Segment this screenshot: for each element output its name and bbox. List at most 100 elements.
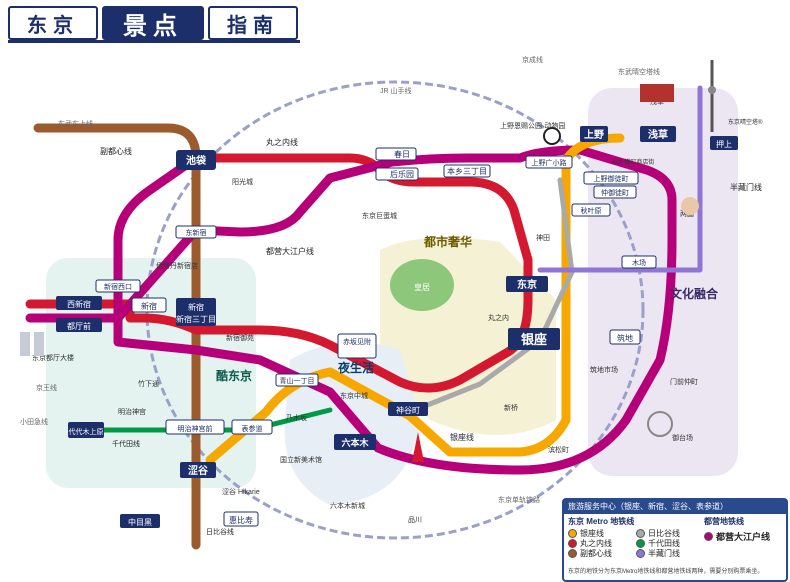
sumo-icon: [681, 197, 699, 215]
legend-item: 都营大江户线: [704, 530, 770, 543]
legend-swatch: [636, 539, 645, 548]
station-label: 秋叶原: [581, 206, 602, 215]
station-nishi-shinjuku-gochome[interactable]: 新宿西口: [95, 279, 141, 293]
station-aoyama-itchome[interactable]: 青山一丁目: [275, 373, 319, 387]
legend-footer: 东京的地铁分为东京Metro地铁线和都营地铁线两种，需要分别购票乘坐。: [568, 569, 764, 575]
station-label: 新宿: [141, 301, 157, 311]
station-ikebukuro[interactable]: 池袋: [176, 150, 216, 170]
legend-item: 半藏门线: [636, 548, 680, 559]
place-ueno-park: 上野恩赐公园·动物园: [500, 121, 565, 130]
label-yamanote: JR 山手线: [380, 86, 412, 95]
title-tokyo: 东京: [8, 6, 98, 40]
label-ginza-line: 银座线: [450, 432, 474, 442]
station-roppongi[interactable]: 六本木: [334, 434, 376, 450]
panda-icon: [543, 127, 561, 145]
station-yoyogi-uehara[interactable]: 代代木上原: [68, 422, 104, 438]
station-tokyo[interactable]: 东京: [506, 276, 548, 292]
place-hamamatsucho: 滨松町: [548, 445, 569, 454]
label-marunouchi: 丸之内线: [266, 137, 298, 147]
place-roppongi-hills: 六本木新城: [330, 501, 365, 510]
place-marunouchi: 丸之内: [488, 313, 509, 322]
station-higashi-shinjuku[interactable]: 东新宿: [175, 225, 217, 239]
station-akihabara[interactable]: 秋叶原: [571, 203, 611, 217]
station-label: 新宿: [188, 302, 204, 312]
area-label-night: 夜生活: [337, 360, 374, 375]
station-label: 表参道: [242, 424, 263, 433]
map-legend: 旅游服务中心（银座、新宿、涩谷、表参道） 东京 Metro 地铁线 都营地铁线 …: [562, 498, 788, 582]
legend-item: 丸之内线: [568, 538, 612, 549]
legend-label: 半藏门线: [648, 549, 680, 558]
station-kamiyacho[interactable]: 神谷町: [388, 402, 428, 416]
legend-metro-heading: 东京 Metro 地铁线: [568, 517, 635, 526]
station-label: 池袋: [186, 154, 207, 167]
legend-swatch: [704, 532, 713, 541]
station-label: 本乡三丁目: [447, 166, 487, 176]
place-imperial: 皇居: [414, 282, 430, 292]
station-kiyosumi[interactable]: 木场: [621, 255, 657, 269]
station-naka-meguro[interactable]: 中目黑: [120, 514, 160, 528]
place-sunshine: 阳光城: [232, 177, 253, 186]
station-label: 上野御徒町: [594, 174, 629, 183]
station-label: 西新宿: [67, 299, 91, 309]
place-odaiba: 御台场: [672, 433, 693, 442]
legend-swatch: [568, 539, 577, 548]
area-label-cultural: 文化融合: [670, 286, 719, 301]
station-label: 青山一丁目: [280, 376, 315, 385]
station-label: 仲御徒町: [601, 188, 629, 197]
station-label: 后乐园: [390, 169, 414, 179]
station-label: 东京: [517, 278, 537, 291]
station-nishi-shinjuku[interactable]: 西新宿: [56, 296, 102, 310]
place-meiji-jingu: 明治神宫: [118, 407, 146, 416]
legend-label: 都营大江户线: [716, 532, 771, 542]
station-label: 木场: [632, 258, 646, 267]
area-label-luxury: 都市奢华: [423, 234, 472, 249]
line-hanzomon: [537, 85, 703, 273]
station-ueno-okachimachi[interactable]: 上野御徒町: [583, 171, 639, 185]
station-oshiage[interactable]: 押上: [710, 136, 738, 150]
station-label: 都厅前: [67, 321, 91, 331]
place-shibuya-hikarie: 涩谷 Hikarie: [222, 487, 260, 496]
place-monzen: 门前仲町: [670, 377, 698, 386]
station-kasuga[interactable]: 春日: [375, 147, 417, 161]
station-label: 赤坂见附: [343, 337, 371, 346]
title-rule: [8, 40, 300, 43]
place-shinagawa: 品川: [408, 516, 422, 524]
place-tsukiji-market: 筑地市场: [590, 365, 618, 374]
area-label-cool: 酷东京: [216, 368, 252, 383]
station-hongo[interactable]: 本乡三丁目: [443, 164, 491, 178]
station-tsukiji[interactable]: 筑地: [609, 329, 641, 345]
station-shinjuku-sanchome[interactable]: 新宿 新宿三丁目: [176, 298, 216, 326]
label-fukutoshin: 副都心线: [100, 146, 132, 156]
station-ueno[interactable]: 上野: [580, 126, 608, 142]
station-ginza[interactable]: 银座: [508, 328, 560, 350]
station-label: 神谷町: [396, 405, 420, 415]
station-ueno-hirokoji[interactable]: 上野广小路: [525, 155, 573, 169]
station-label: 上野: [584, 128, 604, 141]
label-oedo: 都营大江户线: [266, 246, 314, 256]
place-nogizaka: 乃木坂: [286, 413, 307, 422]
station-tochomae[interactable]: 都厅前: [56, 318, 102, 332]
station-shibuya[interactable]: 涩谷: [180, 462, 216, 478]
title-guide: 指南: [208, 6, 298, 40]
label-hanzomon: 半藏门线: [730, 182, 762, 192]
station-label: 新宿西口: [104, 282, 132, 291]
title-banner: 东京 景点 指南: [8, 6, 300, 43]
station-akasaka-mitsuke[interactable]: 赤坂见附: [337, 333, 377, 359]
station-label: 代代木上原: [69, 427, 104, 436]
label-odakyu: 小田急线: [20, 417, 48, 426]
place-harajuku: 竹下通: [138, 379, 159, 388]
line-ginza: [205, 133, 625, 465]
station-korakuen[interactable]: 后乐园: [375, 167, 419, 181]
station-meiji-jingumae[interactable]: 明治神宫前: [165, 419, 225, 435]
station-nakaokachimachi[interactable]: 仲御徒町: [593, 185, 637, 199]
station-label: 东新宿: [186, 228, 207, 237]
station-shinjuku[interactable]: 新宿: [131, 297, 167, 313]
station-ebisu[interactable]: 惠比寿: [223, 511, 259, 527]
station-asakusa[interactable]: 浅草: [640, 126, 676, 142]
station-omotesando[interactable]: 表参道: [231, 419, 273, 435]
legend-item: 副都心线: [568, 548, 612, 559]
legend-swatch: [636, 549, 645, 558]
legend-item: 千代田线: [636, 538, 680, 549]
place-isetan: 伊势丹新宿店: [156, 261, 198, 270]
place-tokyo-dome: 东京巨蛋城: [362, 211, 397, 220]
